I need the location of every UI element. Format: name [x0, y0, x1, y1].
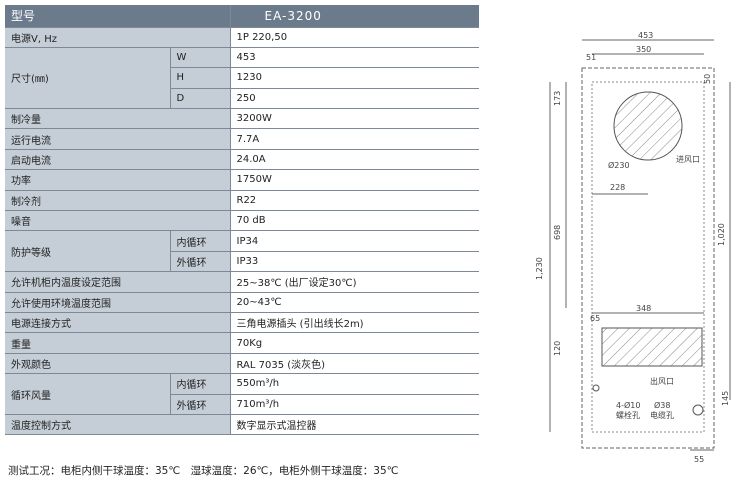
dim-inner-width: 350 [636, 45, 651, 54]
row-value: 70 dB [230, 210, 479, 232]
dim-mid: 698 [553, 225, 562, 240]
row-value: 3200W [230, 108, 479, 130]
outlet-label: 出风口 [650, 376, 674, 386]
dim-lower-w: 348 [636, 304, 651, 313]
dim-top: 173 [553, 91, 562, 106]
row-value: 70Kg [230, 332, 479, 354]
dim-left-offset: 51 [586, 53, 596, 62]
dim-lower-h: 120 [553, 341, 562, 356]
row-value: IP34 [230, 230, 479, 252]
row-sublabel: D [170, 88, 231, 110]
row-value: 1P 220,50 [230, 27, 479, 48]
row-label: 温度控制方式 [5, 414, 231, 436]
row-value: 550m³/h [230, 373, 479, 395]
dimension-drawing: 453 350 51 50 Ø230 进风口 228 1,230 173 698… [535, 31, 731, 464]
cable-hole-icon [692, 404, 704, 416]
dim-hole: Ø230 [608, 160, 630, 170]
row-label: 循环风量 [5, 373, 171, 415]
row-value: 数字显示式温控器 [230, 414, 479, 436]
row-sublabel: H [170, 67, 231, 89]
row-value: 25~38℃ (出厂设定30℃) [230, 271, 479, 293]
outer-frame [581, 67, 715, 449]
row-value: 453 [230, 47, 479, 69]
dim-right-offset: 50 [703, 74, 712, 84]
table-row: 电源连接方式三角电源插头 (引出线长2m) [5, 312, 479, 334]
bolt-holes-label: 4-Ø10 [616, 400, 640, 410]
dim-total-h: 1,230 [535, 257, 544, 280]
row-label: 运行电流 [5, 128, 231, 150]
row-value: 710m³/h [230, 394, 479, 415]
row-value: 24.0A [230, 149, 479, 171]
row-sublabel: 内循环 [170, 230, 231, 252]
row-value: 250 [230, 88, 479, 110]
inlet-label: 进风口 [676, 155, 700, 164]
header-label: 型号 [5, 5, 231, 28]
row-value: 20~43℃ [230, 292, 479, 313]
row-label: 启动电流 [5, 149, 231, 171]
row-value: R22 [230, 190, 479, 212]
inner-frame [591, 81, 705, 433]
row-sublabel: 外循环 [170, 394, 231, 415]
row-label: 外观颜色 [5, 353, 231, 375]
row-value: 1230 [230, 67, 479, 89]
cable-label: 电缆孔 [650, 410, 674, 420]
inlet-hole [613, 91, 683, 161]
dim-bottom-h: 55 [694, 455, 704, 464]
row-label: 电源V, Hz [5, 27, 231, 48]
row-label: 允许机柜内温度设定范围 [5, 271, 231, 293]
test-conditions-note: 测试工况：电柜内侧干球温度：35℃ 湿球温度：26℃，电柜外侧干球温度：35℃ [8, 465, 399, 477]
dim-hole-dist: 228 [610, 183, 625, 192]
row-label: 制冷量 [5, 108, 231, 130]
row-label: 噪音 [5, 210, 231, 232]
row-label: 功率 [5, 169, 231, 191]
header-model: EA-3200 [230, 5, 479, 28]
table-row: 温度控制方式数字显示式温控器 [5, 414, 479, 436]
row-label: 尺寸(㎜) [5, 47, 171, 110]
row-value: IP33 [230, 251, 479, 273]
bolt-label: 螺栓孔 [616, 410, 640, 420]
cable-dia-label: Ø38 [654, 400, 670, 410]
row-value: RAL 7035 (淡灰色) [230, 353, 479, 375]
row-value: 1750W [230, 169, 479, 191]
dim-right-h: 1,020 [717, 223, 726, 246]
bolt-hole-icon [592, 384, 600, 392]
row-sublabel: W [170, 47, 231, 69]
outlet-opening [601, 327, 703, 367]
row-sublabel: 外循环 [170, 251, 231, 273]
row-value: 7.7A [230, 128, 479, 150]
dim-right-bottom: 145 [721, 391, 730, 406]
row-label: 防护等级 [5, 230, 171, 273]
dim-lower-off: 65 [590, 314, 600, 323]
row-label: 制冷剂 [5, 190, 231, 212]
dim-width: 453 [638, 31, 653, 40]
row-value: 三角电源插头 (引出线长2m) [230, 312, 479, 334]
row-label: 允许使用环境温度范围 [5, 292, 231, 313]
row-label: 重量 [5, 332, 231, 354]
row-label: 电源连接方式 [5, 312, 231, 334]
row-sublabel: 内循环 [170, 373, 231, 395]
